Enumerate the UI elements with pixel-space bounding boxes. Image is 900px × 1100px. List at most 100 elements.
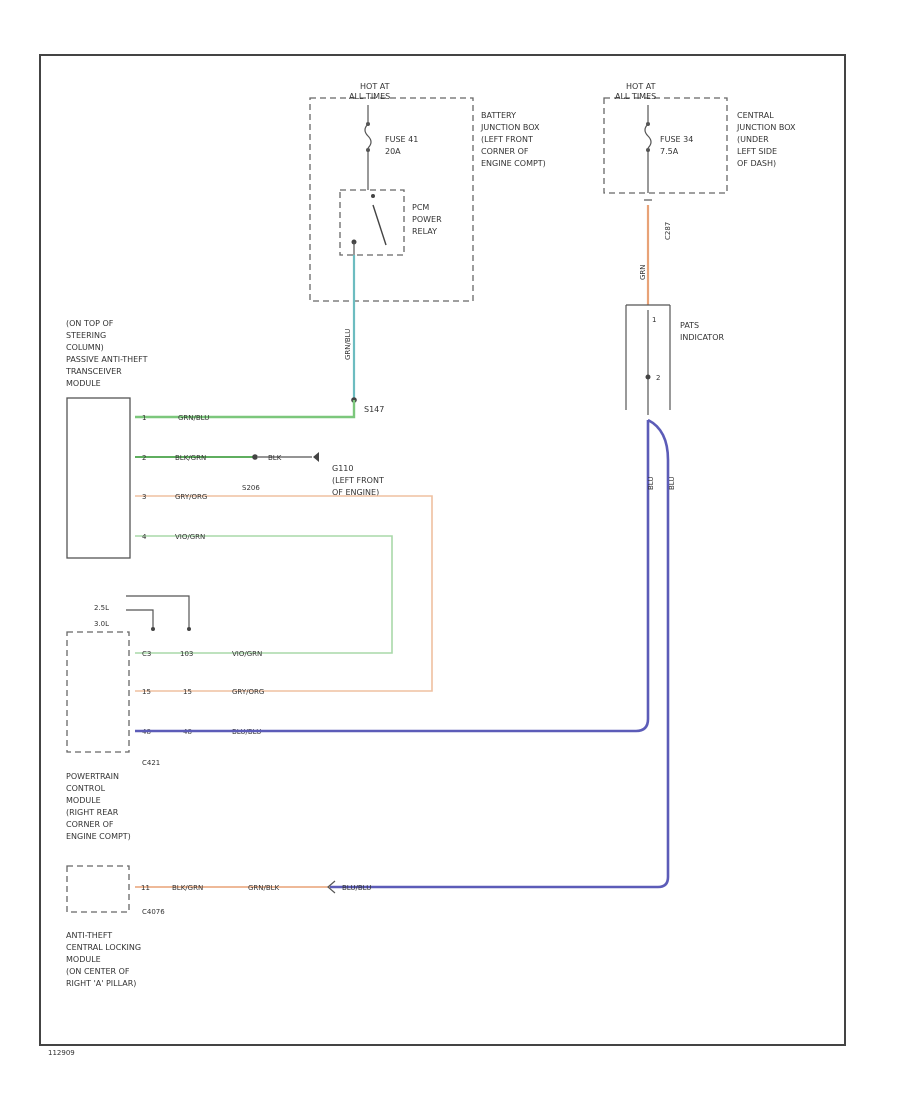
pcm-label-5: CORNER OF bbox=[66, 820, 114, 829]
pcm-engine-label-3-0l: 3.0L bbox=[94, 620, 109, 628]
anti-theft-wire-2-label: GRN/BLK bbox=[248, 884, 280, 892]
transceiver-wire-3-gry-org bbox=[135, 495, 433, 692]
splice-s147-label: S147 bbox=[364, 405, 384, 414]
ground-location-1: (LEFT FRONT bbox=[332, 476, 384, 485]
battery-jb-location-3: (LEFT FRONT bbox=[481, 135, 533, 144]
pats-blue-wire-label-1: BLU bbox=[647, 477, 655, 490]
hot-at-label-left: HOT AT bbox=[360, 82, 390, 91]
pcm-label-4: (RIGHT REAR bbox=[66, 808, 119, 817]
pcm-engine-label-2-5l: 2.5L bbox=[94, 604, 109, 612]
pcm-label-3: MODULE bbox=[66, 796, 101, 805]
central-jb-location-3: (UNDER bbox=[737, 135, 769, 144]
pats-indicator-pin-1: 1 bbox=[652, 316, 656, 324]
pats-indicator-lamp-dot bbox=[645, 374, 651, 380]
pats-blue-wire-to-pcm bbox=[135, 420, 650, 733]
hot-at-all-times-label-right: ALL TIMES bbox=[615, 92, 656, 101]
central-jb-location-1: CENTRAL bbox=[737, 111, 774, 120]
pcm-pin-num-103: 103 bbox=[180, 650, 193, 658]
hot-at-all-times-label-left: ALL TIMES bbox=[349, 92, 390, 101]
anti-theft-label-2: CENTRAL LOCKING bbox=[66, 943, 141, 952]
battery-jb-location-5: ENGINE COMPT) bbox=[481, 159, 546, 168]
transceiver-pin-1: 1 bbox=[142, 414, 146, 422]
pcm-power-relay-outline bbox=[339, 189, 405, 256]
pcm-pin-num-15: 15 bbox=[183, 688, 192, 696]
pats-power-wire-label: GRN bbox=[639, 264, 647, 280]
pcm-engine-select-bracket-1 bbox=[126, 609, 154, 627]
pcm-power-relay-label-3: RELAY bbox=[412, 227, 437, 236]
transceiver-wire-3-label: GRY/ORG bbox=[175, 493, 207, 501]
central-jb-location-2: JUNCTION BOX bbox=[736, 123, 796, 132]
pats-indicator: 1 2 PATS INDICATOR bbox=[625, 304, 724, 415]
fuse-41-rating: 20A bbox=[385, 147, 401, 156]
transceiver-label-4: PASSIVE ANTI-THEFT bbox=[66, 355, 148, 364]
battery-jb-location-1: BATTERY bbox=[481, 111, 516, 120]
transceiver-pin-4: 4 bbox=[142, 533, 147, 541]
transceiver-module: (ON TOP OF STEERING COLUMN) PASSIVE ANTI… bbox=[65, 319, 148, 559]
central-jb-location-4: LEFT SIDE bbox=[737, 147, 777, 156]
pcm-engine-select-bracket-2 bbox=[126, 595, 190, 627]
pcm-label-2: CONTROL bbox=[66, 784, 106, 793]
central-junction-box-outline bbox=[603, 97, 728, 194]
ground-wire-label: BLK bbox=[268, 454, 282, 462]
transceiver-module-body bbox=[66, 397, 131, 559]
pats-blue-wire-label-2: BLU bbox=[668, 477, 676, 490]
ground-location-2: OF ENGINE) bbox=[332, 488, 379, 497]
anti-theft-connector-symbol bbox=[327, 880, 336, 894]
fuse-34-symbol bbox=[644, 123, 652, 149]
powertrain-control-module: 2.5L 3.0L C3 103 VIO/GRN 15 15 GRY/ORG 4… bbox=[66, 595, 264, 841]
pats-indicator-label-2: INDICATOR bbox=[680, 333, 724, 342]
battery-junction-box-outline bbox=[309, 97, 474, 302]
anti-theft-label-4: (ON CENTER OF bbox=[66, 967, 130, 976]
splice-s206-label: S206 bbox=[242, 484, 260, 492]
pcm-pin-15: 15 bbox=[142, 688, 151, 696]
pcm-engine-select-dot-2 bbox=[187, 627, 191, 631]
ground-g110-symbol bbox=[313, 452, 319, 462]
ground-wire-start-dot bbox=[252, 454, 258, 460]
anti-theft-wire-3-label: BLU/BLU bbox=[342, 884, 371, 892]
transceiver-label-2: STEERING bbox=[66, 331, 106, 340]
pats-indicator-label-1: PATS bbox=[680, 321, 699, 330]
diagram-code: 112909 bbox=[48, 1049, 75, 1057]
relay-contact-top bbox=[371, 194, 375, 198]
pcm-power-relay-label-2: POWER bbox=[412, 215, 442, 224]
anti-theft-module-outline bbox=[66, 865, 130, 913]
fuse-34-rating: 7.5A bbox=[660, 147, 679, 156]
anti-theft-label-1: ANTI-THEFT bbox=[66, 931, 112, 940]
anti-theft-label-3: MODULE bbox=[66, 955, 101, 964]
central-jb-location-5: OF DASH) bbox=[737, 159, 776, 168]
battery-junction-box: HOT AT ALL TIMES FUSE 41 20A PCM POWER R… bbox=[309, 82, 546, 302]
fuse-41-symbol bbox=[364, 123, 372, 149]
pcm-connector-label: C421 bbox=[142, 759, 160, 767]
anti-theft-pin-11: 11 bbox=[141, 884, 150, 892]
transceiver-wire-4-label: VIO/GRN bbox=[175, 533, 205, 541]
transceiver-wire-1-grn-blu bbox=[135, 400, 356, 419]
transceiver-pin-3: 3 bbox=[142, 493, 146, 501]
diagram-frame bbox=[39, 54, 846, 1046]
pats-indicator-pin-2: 2 bbox=[656, 374, 660, 382]
pcm-pin-c3: C3 bbox=[142, 650, 151, 658]
anti-theft-connector-label: C4076 bbox=[142, 908, 165, 916]
fuse-34-label: FUSE 34 bbox=[660, 135, 693, 144]
pcm-body-outline bbox=[66, 631, 130, 753]
battery-jb-location-4: CORNER OF bbox=[481, 147, 529, 156]
ground-point-label: G110 bbox=[332, 464, 353, 473]
pcm-engine-select-dot-1 bbox=[151, 627, 155, 631]
transceiver-label-5: TRANSCEIVER bbox=[65, 367, 122, 376]
pcm-wire-c3-label: VIO/GRN bbox=[232, 650, 262, 658]
c287-connector-label: C287 bbox=[664, 222, 672, 240]
pcm-wire-15-label: GRY/ORG bbox=[232, 688, 264, 696]
transceiver-wire-2-label: BLK/GRN bbox=[175, 454, 206, 462]
anti-theft-central-locking-module: 11 BLK/GRN GRN/BLK BLU/BLU C4076 ANTI-TH… bbox=[66, 865, 371, 988]
anti-theft-label-5: RIGHT 'A' PILLAR) bbox=[66, 979, 136, 988]
transceiver-wire-1-label: GRN/BLU bbox=[178, 414, 209, 422]
pcm-label-1: POWERTRAIN bbox=[66, 772, 119, 781]
transceiver-pin-2: 2 bbox=[142, 454, 146, 462]
grn-blu-vertical-label: GRN/BLU bbox=[344, 329, 352, 360]
anti-theft-wire-1-label: BLK/GRN bbox=[172, 884, 203, 892]
transceiver-label-3: COLUMN) bbox=[66, 343, 104, 352]
transceiver-wire-4-vio-grn bbox=[135, 535, 393, 654]
central-junction-box: HOT AT ALL TIMES FUSE 34 7.5A CENTRAL JU… bbox=[603, 82, 796, 194]
pcm-label-6: ENGINE COMPT) bbox=[66, 832, 131, 841]
transceiver-label-1: (ON TOP OF bbox=[66, 319, 114, 328]
